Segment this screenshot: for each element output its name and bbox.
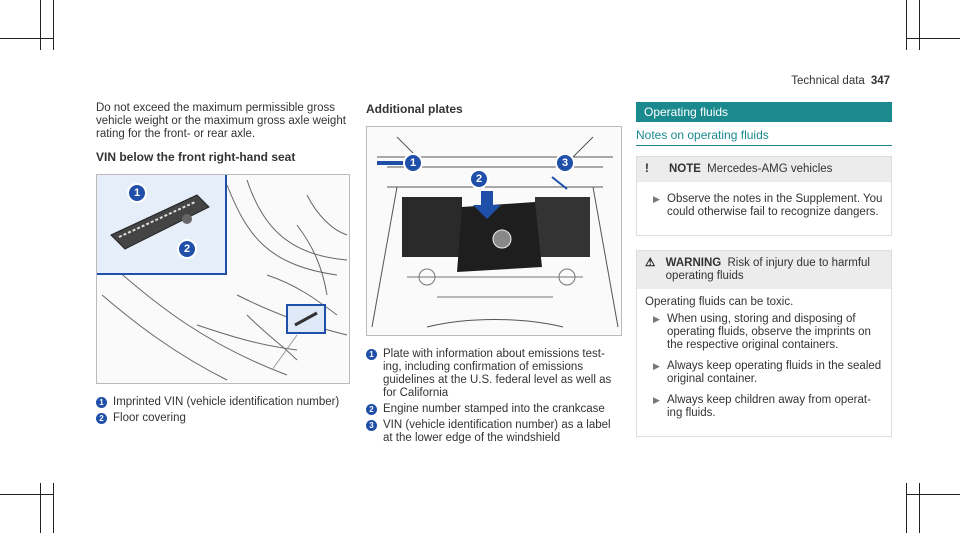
legend-item: 3 VIN (vehicle identification number) as …	[366, 419, 622, 445]
vin-plate-illustration	[110, 194, 210, 250]
arrow-icon: ▶	[653, 395, 660, 405]
legend-num: 2	[96, 413, 107, 424]
legend-text: Plate with information about emissions t…	[383, 348, 612, 399]
warning-text: Operating fluids can be toxic.	[645, 296, 794, 308]
column-right: Operating fluids Notes on operating flui…	[636, 102, 892, 445]
warning-label: WARNING	[665, 257, 722, 269]
intro-text: Do not exceed the maximum permissible gr…	[96, 102, 346, 140]
warning-header: ⚠ WARNING Risk of injury due to harmful …	[637, 251, 891, 289]
note-label: NOTE	[669, 163, 701, 175]
legend-item: 2 Engine number stamped into the crankcas…	[366, 403, 622, 416]
crop-mark	[40, 483, 41, 533]
page-number: 347	[870, 75, 890, 87]
callout-2: 2	[469, 169, 489, 189]
crop-mark	[0, 38, 53, 39]
bullet-item: ▶ Observe the notes in the Supplement. Yo…	[645, 193, 883, 219]
note-body: ▶ Observe the notes in the Supplement. Yo…	[637, 182, 891, 235]
bullet-item: ▶ When using, storing and disposing of op…	[645, 313, 883, 352]
page-header: Technical data 347	[791, 75, 890, 87]
warning-body: Operating fluids can be toxic. ▶ When usi…	[637, 289, 891, 436]
legend-text: Floor covering	[113, 412, 186, 424]
crop-mark	[53, 483, 54, 533]
crop-mark	[40, 0, 41, 50]
bullet-item: ▶ Always keep operating fluids in the sea…	[645, 360, 883, 386]
crop-mark	[906, 0, 907, 50]
crop-mark	[919, 0, 920, 50]
section-band: Operating fluids	[636, 102, 892, 122]
column-middle: Additional plates	[366, 102, 622, 448]
engine-bay-illustration	[371, 136, 619, 328]
crop-mark	[906, 38, 960, 39]
crop-mark	[919, 483, 920, 533]
figure-engine-bay: 1 2 3	[366, 126, 622, 336]
crop-mark	[0, 494, 53, 495]
legend-item: 1 Plate with information about emissions …	[366, 348, 622, 400]
arrow-icon: ▶	[653, 194, 660, 204]
seat-illustration	[101, 179, 348, 381]
legend-text: VIN (vehicle identification number) as a…	[383, 419, 611, 444]
bullet-text: Always keep operating fluids in the seal…	[667, 360, 882, 385]
legend-text: Engine number stamped into the crankcase	[383, 403, 605, 415]
arrow-icon: ▶	[653, 361, 660, 371]
callout-1: 1	[127, 183, 147, 203]
note-header: ! NOTE Mercedes-AMG vehicles	[637, 157, 891, 182]
section-title: Technical data	[791, 75, 865, 87]
legend-num: 1	[96, 397, 107, 408]
bullet-text: Always keep children away from operat-in…	[667, 394, 871, 419]
crop-mark	[53, 0, 54, 50]
legend-text: Imprinted VIN (vehicle identification nu…	[113, 396, 340, 408]
figure-vin-seat: 1 2	[96, 174, 350, 384]
section-heading-plates: Additional plates	[366, 102, 463, 116]
legend-list: 1 Plate with information about emissions …	[366, 348, 622, 445]
arrow-icon: ▶	[653, 314, 660, 324]
note-box: ! NOTE Mercedes-AMG vehicles ▶ Observe th…	[636, 156, 892, 236]
legend-item: 1 Imprinted VIN (vehicle identification n…	[96, 396, 352, 409]
warning-triangle-icon: ⚠	[645, 257, 656, 269]
inset-panel	[97, 175, 227, 275]
bullet-text: Observe the notes in the Supplement. You…	[667, 193, 883, 218]
column-left: Do not exceed the maximum permissible gr…	[96, 102, 352, 428]
bullet-item: ▶ Always keep children away from operat-i…	[645, 394, 883, 420]
section-heading-vin-seat: VIN below the front right-hand seat	[96, 150, 296, 164]
legend-num: 3	[366, 420, 377, 431]
callout-1: 1	[403, 153, 423, 173]
callout-2: 2	[177, 239, 197, 259]
bullet-text: When using, storing and disposing of ope…	[667, 313, 871, 351]
legend-item: 2 Floor covering	[96, 412, 352, 425]
legend-num: 1	[366, 349, 377, 360]
exclamation-icon: !	[645, 163, 649, 175]
note-title: Mercedes-AMG vehicles	[707, 163, 833, 175]
crop-mark	[906, 483, 907, 533]
legend-num: 2	[366, 404, 377, 415]
legend-list: 1 Imprinted VIN (vehicle identification n…	[96, 396, 352, 425]
crop-mark	[906, 494, 960, 495]
callout-3: 3	[555, 153, 575, 173]
warning-box: ⚠ WARNING Risk of injury due to harmful …	[636, 250, 892, 437]
subsection-heading: Notes on operating fluids	[636, 122, 892, 146]
warning-title: Risk of injury due to harmful operating …	[665, 257, 870, 282]
